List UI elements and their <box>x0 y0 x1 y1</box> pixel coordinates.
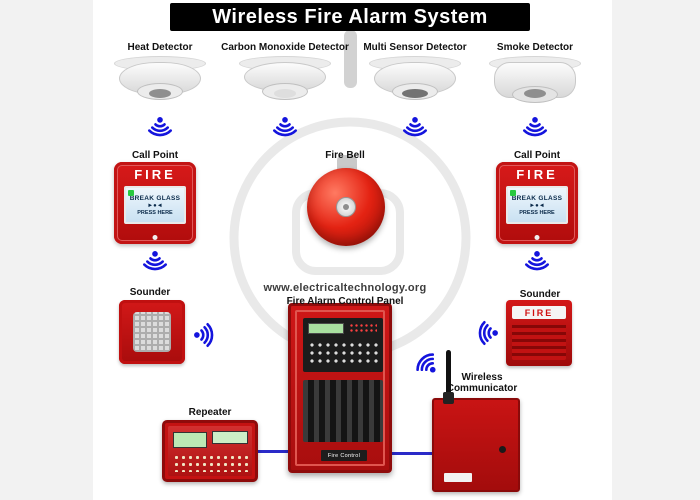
co-detector-image <box>235 56 335 112</box>
wifi-signal-icon <box>402 116 428 140</box>
fire-bell-label: Fire Bell <box>325 150 365 161</box>
detector-core <box>402 89 428 98</box>
connection-line <box>256 450 290 453</box>
panel-door <box>295 310 385 466</box>
break-glass-text: BREAK GLASS <box>129 194 181 202</box>
break-glass-screen: BREAK GLASS ►●◄ PRESS HERE <box>124 186 186 224</box>
multi-sensor-detector-image <box>365 56 465 112</box>
wifi-signal-icon <box>522 116 548 140</box>
wifi-signal-icon <box>147 116 173 140</box>
screw-dot <box>534 235 540 240</box>
panel-lcd <box>308 323 344 334</box>
wifi-signal-icon <box>475 320 499 346</box>
antenna <box>446 350 451 400</box>
status-led <box>128 190 134 196</box>
repeater-buttons <box>173 454 251 472</box>
antenna-base <box>443 392 454 404</box>
wifi-signal-icon <box>524 250 550 274</box>
communicator-label-strip <box>444 473 472 482</box>
panel-door-label: Fire Control <box>321 450 367 461</box>
connection-line <box>390 452 434 455</box>
panel-keypad <box>308 341 378 367</box>
sounder-left-image <box>119 300 185 364</box>
sounder-right-label: Sounder <box>519 289 561 300</box>
fire-bell-image <box>307 168 385 246</box>
panel-display <box>303 318 383 372</box>
sounder-fire-strip: FIRE <box>512 306 566 319</box>
wireless-communicator-label: Wireless Communicator <box>446 372 518 394</box>
control-panel-image: Fire Control <box>288 303 392 473</box>
speaker-grille <box>133 312 171 352</box>
press-here-text: PRESS HERE <box>519 209 555 216</box>
heat-detector-label: Heat Detector <box>127 42 193 53</box>
heat-detector-image <box>110 56 210 112</box>
status-led <box>510 190 516 196</box>
smoke-detector-label: Smoke Detector <box>496 42 574 53</box>
call-point-left-label: Call Point <box>131 150 179 161</box>
sounder-fire-text: FIRE <box>524 307 554 318</box>
press-here-text: PRESS HERE <box>137 209 173 216</box>
panel-modules <box>303 380 383 442</box>
wifi-signal-icon <box>409 346 444 381</box>
repeater-image <box>162 420 258 482</box>
co-detector-label: Carbon Monoxide Detector <box>221 42 349 53</box>
detector-core <box>149 89 171 98</box>
watermark-text: www.electricaltechnology.org <box>263 282 427 294</box>
arrows-glyph: ►●◄ <box>147 202 163 209</box>
call-point-left: FIRE BREAK GLASS ►●◄ PRESS HERE <box>114 162 196 244</box>
keyhole <box>499 446 506 453</box>
detector-core <box>274 89 296 98</box>
break-glass-text: BREAK GLASS <box>511 194 563 202</box>
screw-dot <box>152 235 158 240</box>
right-margin <box>612 0 700 500</box>
sounder-right-image: FIRE <box>506 300 572 366</box>
repeater-face <box>168 426 252 476</box>
multi-sensor-detector-label: Multi Sensor Detector <box>363 42 467 53</box>
sounder-louvers <box>512 323 566 360</box>
panel-led-row <box>349 323 377 334</box>
arrows-glyph: ►●◄ <box>529 202 545 209</box>
bell-center-cap <box>336 197 356 217</box>
bell-center-bolt <box>343 204 349 210</box>
sounder-left-label: Sounder <box>129 287 171 298</box>
left-margin <box>0 0 93 500</box>
page-title: Wireless Fire Alarm System <box>212 5 488 28</box>
call-point-fire-text: FIRE <box>134 167 176 182</box>
call-point-right: FIRE BREAK GLASS ►●◄ PRESS HERE <box>496 162 578 244</box>
wifi-signal-icon <box>193 322 217 348</box>
wireless-communicator-image <box>432 398 520 492</box>
call-point-fire-text: FIRE <box>516 167 558 182</box>
break-glass-screen: BREAK GLASS ►●◄ PRESS HERE <box>506 186 568 224</box>
repeater-label: Repeater <box>188 407 232 418</box>
title-bar: Wireless Fire Alarm System <box>170 3 530 31</box>
detector-core <box>524 89 546 98</box>
wifi-signal-icon <box>142 250 168 274</box>
control-panel-label: Fire Alarm Control Panel <box>286 296 404 307</box>
repeater-lcd <box>212 431 248 444</box>
smoke-detector-image <box>485 56 585 112</box>
call-point-right-label: Call Point <box>513 150 561 161</box>
repeater-lcd <box>173 432 207 448</box>
wifi-signal-icon <box>272 116 298 140</box>
